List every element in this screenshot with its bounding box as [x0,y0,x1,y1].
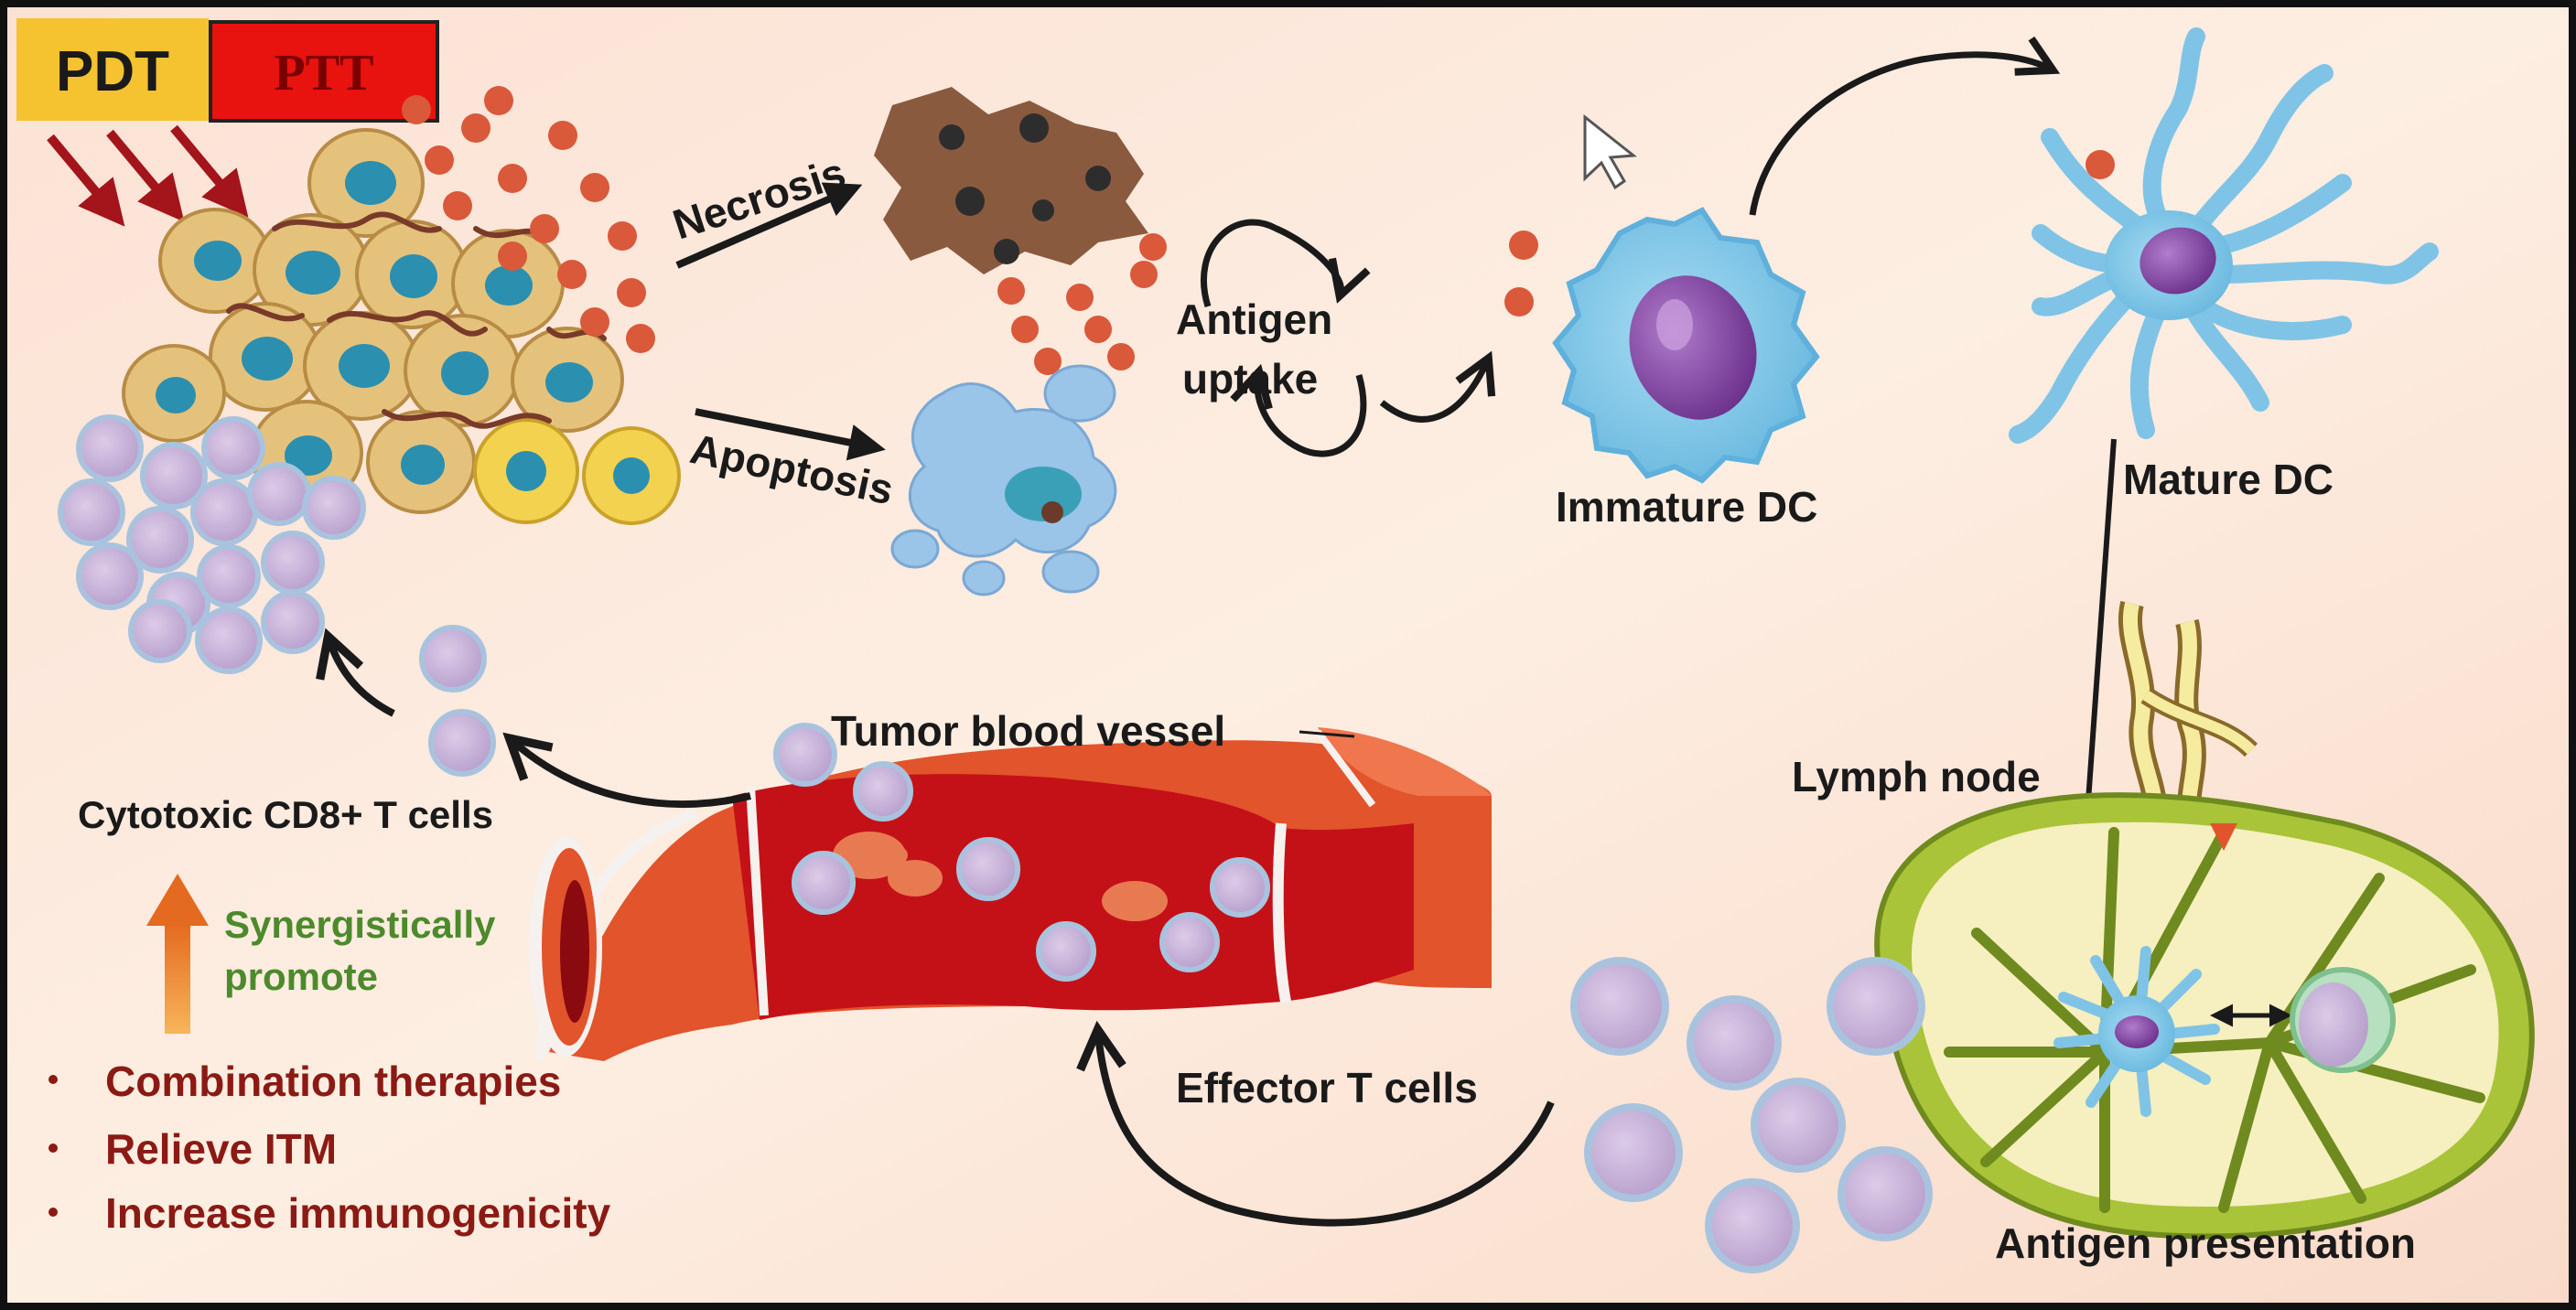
bullet-increase-immunogenicity: Increase immunogenicity [105,1189,611,1237]
lymph-node-label: Lymph node [1792,753,2041,800]
antigen-uptake-label-line1: Antigen [1176,295,1332,343]
antigen-presentation-label: Antigen presentation [1995,1219,2416,1267]
tumor-infiltration-arrow [329,640,395,717]
synergy-up-arrow [146,874,209,1034]
bullet-list: Combination therapies Relieve ITM Increa… [49,1058,611,1237]
immature-dc [1552,207,1820,484]
tumor-cells [122,128,681,525]
irradiation-arrows [47,124,249,227]
apoptosis-arrow [695,408,886,461]
bullet-relieve-itm: Relieve ITM [105,1125,337,1173]
cytotoxic-t-cells-label: Cytotoxic CD8+ T cells [78,793,493,836]
released-antigens [402,86,655,353]
antigen-uptake-label-line2: uptake [1182,355,1318,403]
effector-migration-arrow [1098,1034,1555,1227]
ptt-label: PTT [275,45,374,102]
mature-dc-label: Mature DC [2123,456,2333,503]
effector-t-cells [1570,957,1933,1273]
mature-dc [2009,27,2439,444]
pdt-label: PDT [56,40,169,103]
tumor-blood-vessel [529,723,1492,1062]
vessel-exit-arrow [512,741,751,809]
presenting-dc [2053,946,2220,1117]
pdt-box: PDT [16,18,209,121]
effector-t-cells-label: Effector T cells [1176,1064,1478,1111]
lymph-node [1874,600,2535,1240]
infiltrating-t-cells [58,414,366,674]
uptake-right-arrow [1379,361,1487,423]
antigen-uptake-cycle [1200,219,1363,457]
vessel-label-leader [1299,730,1355,738]
synergistically-label-line1: Synergistically [224,903,496,946]
cursor-icon [1583,113,1637,190]
mature-dc-antigen [2086,150,2115,179]
tumor-blood-vessel-label: Tumor blood vessel [831,707,1225,755]
synergistically-label-line2: promote [224,955,378,998]
naive-t-cell [2290,967,2396,1073]
dc-captured-antigens [1504,231,1538,317]
necrosis-antigens [997,233,1167,375]
bullet-combination-therapies: Combination therapies [105,1058,561,1105]
immature-dc-label: Immature DC [1556,483,1817,531]
apoptotic-nucleus [1005,467,1082,523]
necrotic-cell [874,87,1148,274]
cytotoxic-t-cells [419,625,496,777]
necrosis-arrow [675,182,863,269]
ptt-box: PTT [209,20,439,123]
maturation-arrow [1749,55,2050,216]
